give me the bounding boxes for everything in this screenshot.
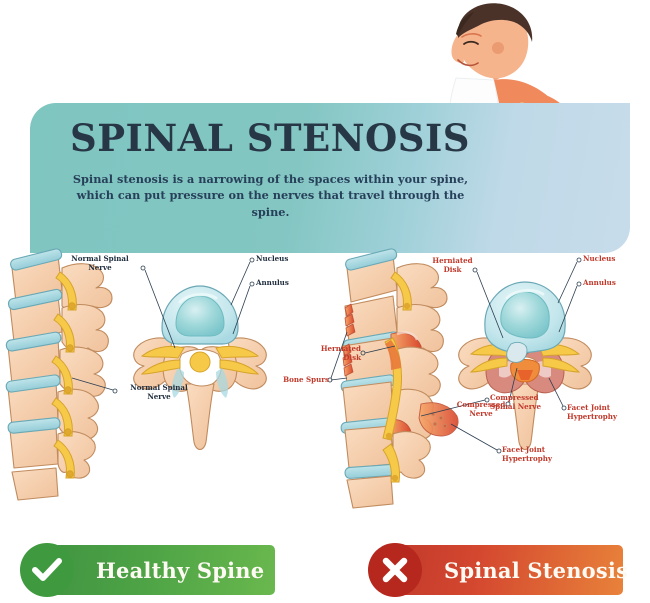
page-title: SPINAL STENOSIS <box>69 116 471 160</box>
eyebrow <box>461 33 482 38</box>
cross-glyph <box>382 557 408 583</box>
cross-nerve-roots <box>140 345 260 375</box>
face-profile <box>451 32 464 63</box>
nucleus-herniated <box>500 291 550 339</box>
disc-highlight <box>178 293 218 304</box>
healthy-ribbon <box>38 545 275 595</box>
vertebra-facet-hypertrophy <box>342 381 459 440</box>
facet-shading <box>171 368 229 398</box>
disc-protrusion <box>506 341 528 363</box>
eye-closed <box>463 40 479 45</box>
disc <box>7 417 61 434</box>
bone-spurs <box>344 303 356 337</box>
stenosis-lateral-spine <box>340 248 459 509</box>
healthy-spine-label: Healthy Spine <box>96 557 265 583</box>
bone-spurs <box>342 343 354 377</box>
leader-lines <box>327 257 582 454</box>
healthy-nerve-roots <box>51 271 77 479</box>
vertebra-with-spurs <box>342 337 441 397</box>
spinous-process <box>185 383 215 451</box>
label-annulus-stenosis: Annulus <box>583 278 616 287</box>
healthy-cross-section <box>133 285 267 451</box>
check-glyph <box>32 558 62 581</box>
mouth <box>457 59 479 67</box>
disc <box>5 331 62 352</box>
leader-lines <box>71 257 255 394</box>
cross-icon <box>368 543 422 597</box>
stenosis-cross-section <box>458 281 592 451</box>
hair <box>458 3 533 42</box>
check-icon <box>20 543 74 597</box>
label-bone-spurs: Bone Spurs <box>283 375 329 384</box>
ear <box>492 42 504 54</box>
nucleus <box>175 295 225 337</box>
stenosis-ribbon <box>386 545 623 595</box>
header-banner: SPINAL STENOSIS Spinal stenosis is a nar… <box>30 103 630 253</box>
facet-hypertrophy-bulge <box>418 402 459 437</box>
disc <box>7 288 63 311</box>
disc <box>345 248 398 271</box>
healthy-lateral-spine <box>5 248 113 501</box>
disc <box>5 374 61 393</box>
spinal-stenosis-label: Spinal Stenosis <box>444 557 629 583</box>
disc <box>10 248 63 271</box>
label-nucleus-stenosis: Nucleus <box>583 254 616 263</box>
page-subtitle: Spinal stenosis is a narrowing of the sp… <box>72 172 469 219</box>
spinal-stenosis-banner[interactable]: Spinal Stenosis <box>348 543 650 597</box>
label-annulus-healthy: Annulus <box>256 278 289 287</box>
vertebra <box>11 467 59 501</box>
vertebra <box>346 475 394 509</box>
hair-fringe <box>456 12 474 36</box>
healthy-spine-banner[interactable]: Healthy Spine <box>0 543 300 597</box>
label-nucleus-healthy: Nucleus <box>256 254 289 263</box>
